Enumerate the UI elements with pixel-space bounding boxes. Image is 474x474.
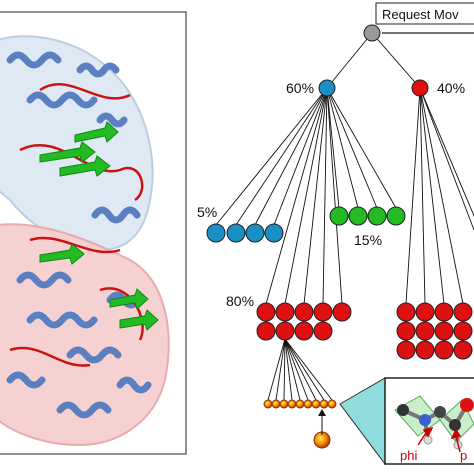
orange-leaf-node (296, 400, 304, 408)
branch-red-percent: 40% (437, 80, 465, 96)
red-group-node (276, 303, 294, 321)
blue-leaf-node (265, 224, 283, 242)
orange-leaf-node (320, 400, 328, 408)
move-tree-diagram: Request Mov 60% 40% 5% 15% 80% (197, 3, 474, 464)
leaf-blue-percent: 5% (197, 204, 217, 220)
red-group-node (333, 303, 351, 321)
edge-red-to-group (420, 88, 463, 304)
orange-leaf-node (264, 400, 272, 408)
red-right-node (454, 341, 472, 359)
blue-leaf-node (246, 224, 264, 242)
red-right-node (416, 322, 434, 340)
edge-to-orange-leaf (268, 339, 285, 400)
orange-leaf-node (328, 400, 336, 408)
branch-blue-percent: 60% (286, 80, 314, 96)
orange-leaf-node (304, 400, 312, 408)
red-right-node (435, 322, 453, 340)
edge-to-orange-leaf (276, 339, 285, 400)
green-leaf-node (368, 207, 386, 225)
red-group-node (295, 322, 313, 340)
red-right-node (397, 322, 415, 340)
edge-to-orange-leaf (284, 339, 285, 400)
blue-leaf-node (227, 224, 245, 242)
orange-leaf-node (280, 400, 288, 408)
orange-leaf-node (312, 400, 320, 408)
edge-blue-to-red-group (266, 88, 327, 304)
selection-arrow (318, 409, 326, 435)
angle-label-phi: phi (400, 448, 417, 463)
red-right-node (416, 341, 434, 359)
angle-label-psi: p (460, 448, 467, 463)
protein-structure-panel (0, 12, 186, 454)
inset-callout-wedge (340, 378, 385, 464)
red-right-node (435, 303, 453, 321)
blue-branch-node (319, 80, 335, 96)
orange-leaf-node (288, 400, 296, 408)
edge-to-orange-leaf (285, 339, 316, 400)
edge-blue-to-red-group (327, 88, 342, 304)
leaf-green-percent: 15% (354, 232, 382, 248)
blue-leaf-node (207, 224, 225, 242)
red-right-node (397, 303, 415, 321)
orange-leaf-node (272, 400, 280, 408)
edge-blue-to-leaf (255, 88, 327, 225)
red-group-percent: 80% (226, 293, 254, 309)
red-right-node (454, 303, 472, 321)
dihedral-inset: phi p (340, 378, 474, 464)
red-group-node (314, 322, 332, 340)
red-right-node (435, 341, 453, 359)
red-right-node (416, 303, 434, 321)
red-right-node (454, 322, 472, 340)
red-group-node (257, 322, 275, 340)
edge-root-to-blue (327, 33, 372, 88)
edge-red-to-group (420, 88, 425, 304)
red-group-node (276, 322, 294, 340)
edge-blue-to-leaf (216, 88, 327, 225)
edge-red-to-group (406, 88, 420, 304)
red-group-node (314, 303, 332, 321)
root-node (364, 25, 380, 41)
request-move-label: Request Mov (382, 7, 459, 22)
edge-blue-to-green (327, 88, 358, 208)
red-right-node (397, 341, 415, 359)
green-leaf-node (387, 207, 405, 225)
red-branch-node (412, 80, 428, 96)
green-leaf-node (349, 207, 367, 225)
green-leaf-node (330, 207, 348, 225)
red-group-node (295, 303, 313, 321)
red-group-node (257, 303, 275, 321)
edge-root-to-red (372, 33, 420, 88)
